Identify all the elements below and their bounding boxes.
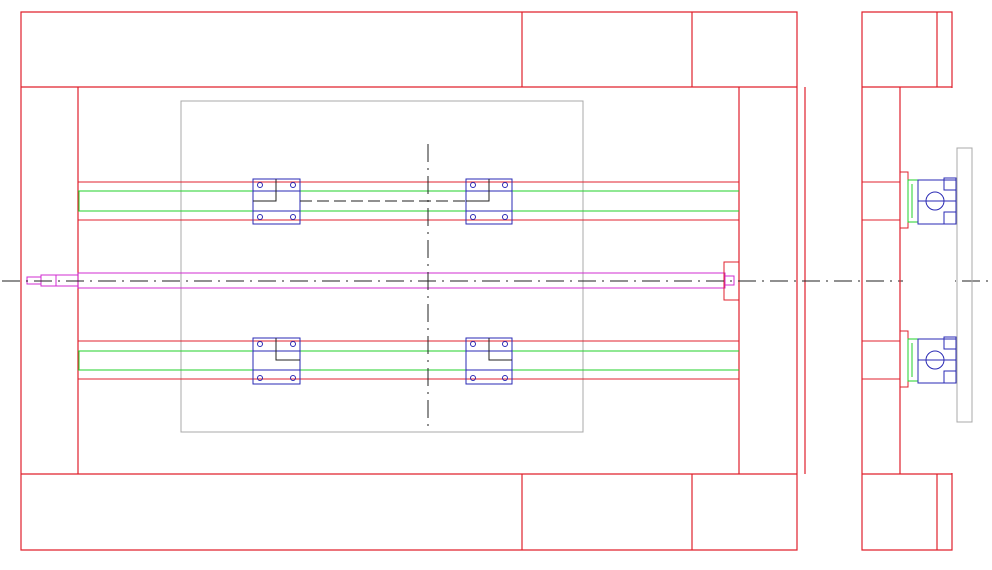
bearing-block-step (276, 338, 300, 360)
bolt-hole (258, 376, 263, 381)
bolt-hole (503, 342, 508, 347)
side-carriage-plate (957, 148, 972, 422)
bearing-block-step (489, 338, 512, 360)
bolt-hole (471, 215, 476, 220)
bolt-hole (258, 183, 263, 188)
upper-rail (78, 182, 739, 220)
side-frame-gap-mask (903, 88, 955, 473)
side-bearing-flange (944, 371, 956, 383)
front-view (21, 12, 805, 550)
bearing-block-step (253, 179, 276, 201)
bearing-block-upper-left (253, 179, 300, 224)
bolt-hole (471, 376, 476, 381)
bolt-hole (291, 183, 296, 188)
side-bearing-flange (944, 212, 956, 224)
side-bearing-body (918, 180, 956, 224)
bolt-hole (291, 376, 296, 381)
side-lower-assembly (862, 331, 956, 387)
frame-outer (21, 12, 797, 550)
bolt-hole (471, 183, 476, 188)
side-upper-assembly (862, 172, 956, 228)
bearing-block-lower-left (253, 338, 300, 384)
bearing-block-step (466, 179, 489, 201)
bearing-block-lower-right (466, 338, 512, 384)
bolt-hole (503, 183, 508, 188)
side-rail-support (862, 182, 900, 220)
lower-rail-support (78, 341, 739, 379)
side-bearing-body (918, 339, 956, 383)
bolt-hole (503, 376, 508, 381)
bolt-hole (291, 342, 296, 347)
bolt-hole (503, 215, 508, 220)
bolt-hole (291, 215, 296, 220)
carriage-plate (181, 101, 583, 432)
bolt-hole (471, 342, 476, 347)
bolt-hole (258, 215, 263, 220)
bolt-hole (258, 342, 263, 347)
upper-rail-support (78, 182, 739, 220)
side-view (862, 12, 972, 550)
side-bearing-flange (944, 337, 956, 349)
lower-rail (78, 341, 739, 379)
side-bearing-flange (944, 178, 956, 190)
bearing-block-upper-right (466, 179, 512, 224)
side-rail-support (862, 341, 900, 379)
